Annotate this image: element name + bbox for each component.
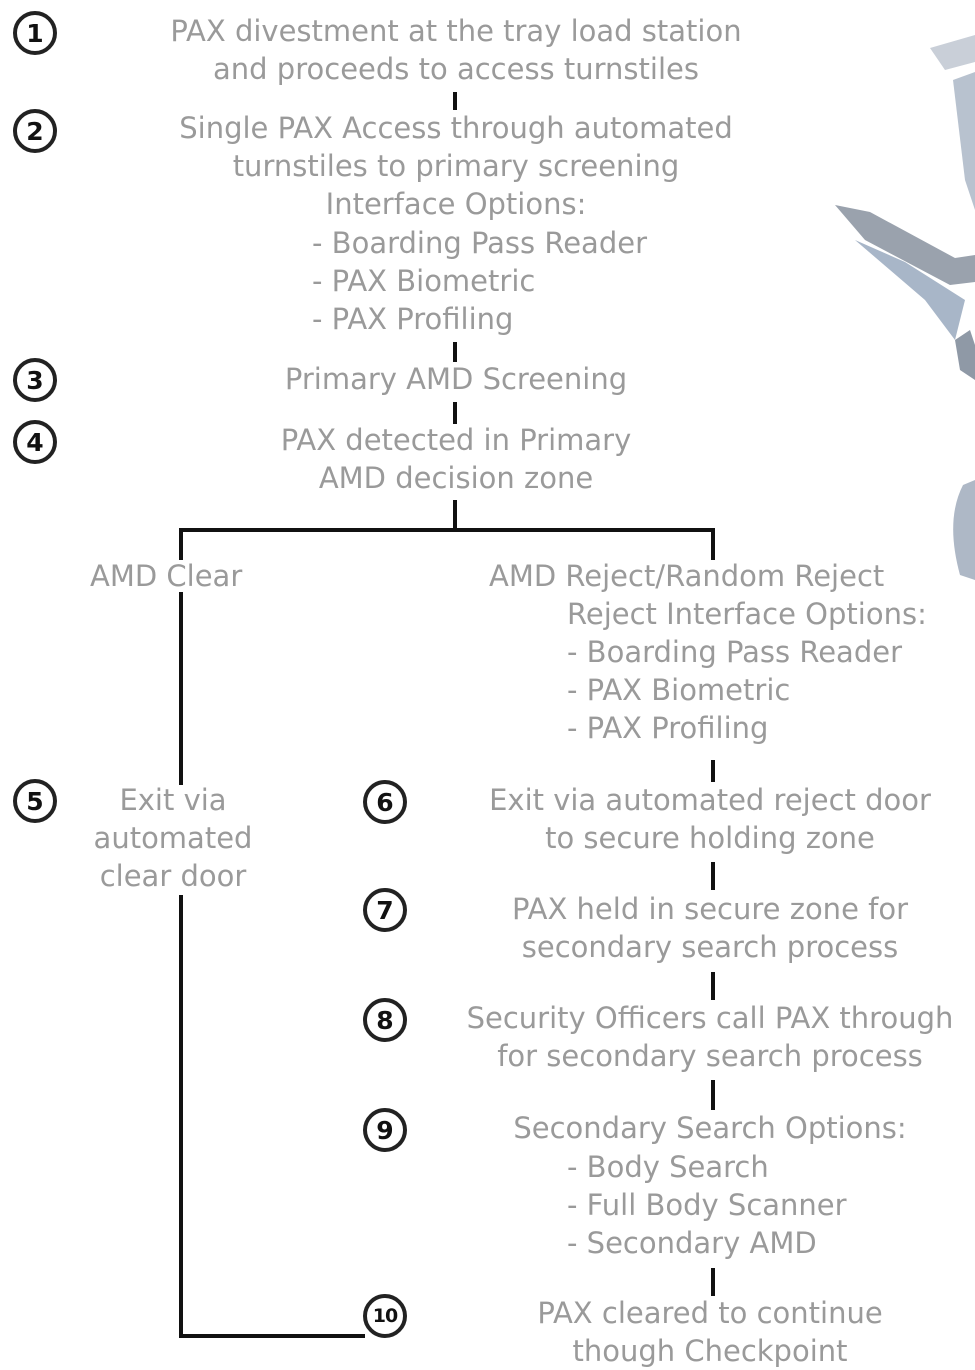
step-9-badge: 9 [363, 1108, 407, 1152]
reject-option: - PAX Biometric [567, 673, 791, 707]
step-7-line-1: PAX held in secure zone for [511, 892, 909, 926]
step-3-badge: 3 [13, 358, 57, 402]
background-illustration [835, 35, 975, 580]
step-6-badge: 6 [363, 780, 407, 824]
step-5-line-2: automated [93, 821, 253, 855]
step-6-text: Exit via automated reject door to secure… [445, 781, 975, 857]
step-6-line-2: to secure holding zone [545, 821, 875, 855]
step-8-text: Security Officers call PAX through for s… [445, 999, 975, 1075]
step-2-option: - PAX Biometric [312, 264, 536, 298]
step-5-text: Exit via automated clear door [75, 781, 271, 895]
step-1-badge: 1 [13, 11, 57, 55]
step-4-badge: 4 [13, 420, 57, 464]
step-4-line-2: AMD decision zone [318, 461, 594, 495]
branch-reject-options-list: - Boarding Pass Reader - PAX Biometric -… [567, 633, 902, 747]
step-1-text: PAX divestment at the tray load station … [140, 12, 772, 88]
step-9-option: - Secondary AMD [567, 1226, 817, 1260]
reject-option: - PAX Profiling [567, 711, 769, 745]
step-3-text: Primary AMD Screening [140, 360, 772, 398]
reject-option: - Boarding Pass Reader [567, 635, 903, 669]
step-2-options-title: Interface Options: [325, 187, 587, 221]
step-10-text: PAX cleared to continue though Checkpoin… [445, 1294, 975, 1370]
step-10-line-2: though Checkpoint [572, 1334, 848, 1368]
step-2-options-list: - Boarding Pass Reader - PAX Biometric -… [312, 224, 647, 338]
branch-reject-options-title: Reject Interface Options: [567, 597, 927, 631]
step-7-text: PAX held in secure zone for secondary se… [445, 890, 975, 966]
step-9-option: - Body Search [567, 1150, 769, 1184]
step-2-line-1: Single PAX Access through automated [179, 111, 733, 145]
step-2-badge: 2 [13, 109, 57, 153]
step-7-line-2: secondary search process [521, 930, 899, 964]
step-8-line-2: for secondary search process [497, 1039, 923, 1073]
step-2-line-2: turnstiles to primary screening [232, 149, 680, 183]
step-10-badge: 10 [363, 1294, 407, 1338]
step-4-line-1: PAX detected in Primary [280, 423, 632, 457]
step-9-line-1: Secondary Search Options: [513, 1111, 907, 1145]
step-2-text: Single PAX Access through automated turn… [140, 109, 772, 223]
step-1-line-1: PAX divestment at the tray load station [170, 14, 742, 48]
step-9-options-list: - Body Search - Full Body Scanner - Seco… [567, 1148, 847, 1262]
step-4-text: PAX detected in Primary AMD decision zon… [140, 421, 772, 497]
branch-clear-label: AMD Clear [90, 559, 243, 593]
step-1-line-2: and proceeds to access turnstiles [213, 52, 699, 86]
step-8-line-1: Security Officers call PAX through [466, 1001, 954, 1035]
step-10-line-1: PAX cleared to continue [537, 1296, 883, 1330]
connector-5-to-10 [179, 895, 365, 1338]
step-8-badge: 8 [363, 998, 407, 1042]
step-2-option: - Boarding Pass Reader [312, 226, 648, 260]
step-7-badge: 7 [363, 888, 407, 932]
step-9-option: - Full Body Scanner [567, 1188, 847, 1222]
step-3-line-1: Primary AMD Screening [284, 362, 628, 396]
step-5-line-1: Exit via [119, 783, 227, 817]
step-6-line-1: Exit via automated reject door [489, 783, 931, 817]
branch-reject-label: AMD Reject/Random Reject [489, 559, 885, 593]
step-2-option: - PAX Profiling [312, 302, 514, 336]
step-9-text: Secondary Search Options: [445, 1109, 975, 1147]
step-5-badge: 5 [13, 779, 57, 823]
step-5-line-3: clear door [99, 859, 247, 893]
